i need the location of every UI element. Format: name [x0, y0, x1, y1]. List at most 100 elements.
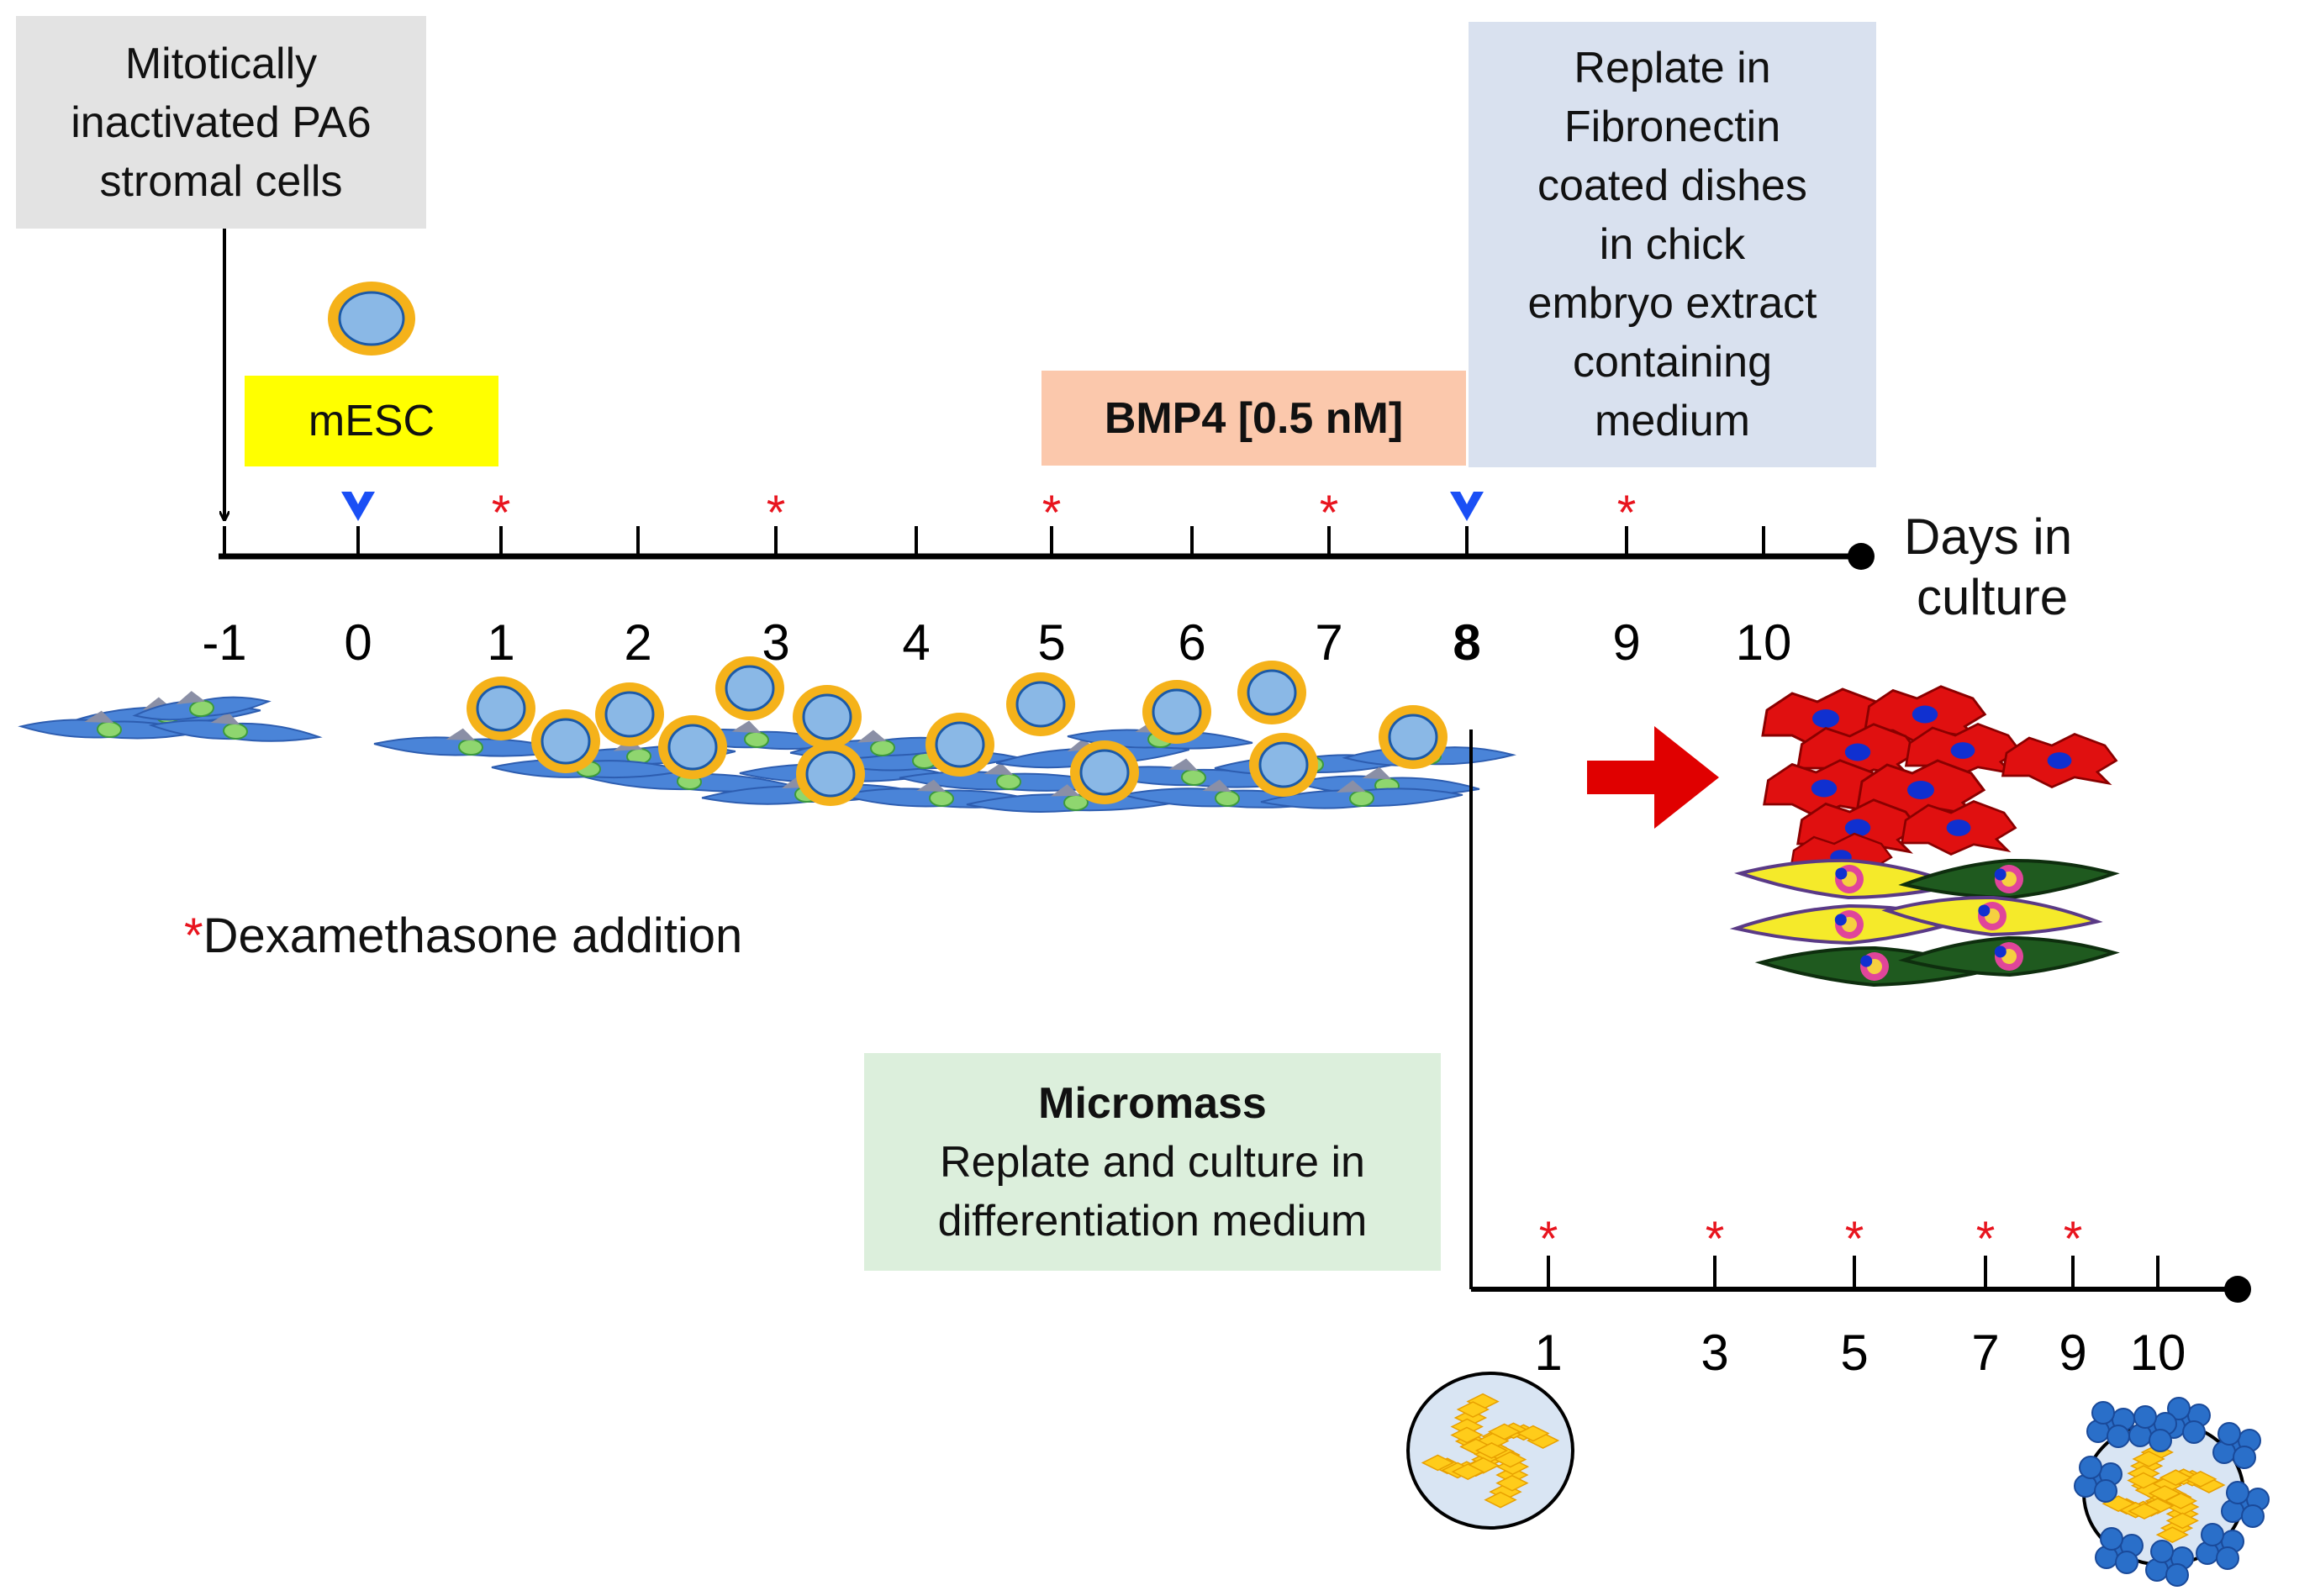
cartilage-cell	[1487, 1423, 1521, 1441]
red-arrow-icon	[1587, 726, 1719, 829]
blue-cell-cluster-4	[2074, 1456, 2123, 1503]
micromass-tick-label-10: 10	[2130, 1325, 2186, 1381]
main-axis-dexamethasone-stars: *****	[492, 486, 1637, 540]
micromass-star-day-5: *	[1845, 1212, 1864, 1267]
main-tick-label-2: 2	[624, 614, 651, 671]
main-tick-label--1: -1	[202, 614, 246, 671]
mesc-colony-8	[925, 713, 994, 777]
main-tick-label-0: 0	[344, 614, 372, 671]
blue-cell-cluster-9	[2128, 1405, 2177, 1452]
cartilage-cell	[1474, 1442, 1509, 1459]
micromass-star-day-7: *	[1976, 1212, 1996, 1267]
mesc-label: mESC	[308, 397, 435, 445]
dexamethasone-star-day-3: *	[767, 486, 786, 540]
micromass-dish-day1	[1406, 1372, 1574, 1530]
replate-line-2: Fibronectin	[1564, 103, 1781, 151]
arrowhead-icon-day-0	[341, 492, 375, 521]
mesc-colony-1	[467, 677, 535, 740]
mesc-colony-13	[1249, 733, 1318, 797]
mesc-colony-11	[1142, 680, 1211, 744]
cartilage-cell	[1450, 1426, 1484, 1444]
blue-cell-cluster-8	[2145, 1540, 2194, 1587]
bmp4-box: BMP4 [0.5 nM]	[1041, 371, 1466, 466]
replate-line-7: medium	[1595, 397, 1750, 445]
spindle-cell	[1734, 858, 1964, 899]
red-cells-cluster	[1761, 685, 2118, 882]
cartilage-cell	[1493, 1451, 1527, 1468]
mesc-colony-14	[1379, 705, 1448, 769]
cartilage-cell	[2155, 1526, 2190, 1543]
main-tick-label-8: 8	[1453, 614, 1480, 671]
dexamethasone-star-day-1: *	[492, 486, 511, 540]
cartilage-cell	[1421, 1454, 1455, 1472]
main-tick-label-6: 6	[1178, 614, 1205, 671]
dexamethasone-star-day-7: *	[1320, 486, 1339, 540]
mesc-colony-7	[796, 742, 865, 806]
micromass-dish-day10	[2074, 1397, 2270, 1587]
replate-line-6: containing	[1572, 338, 1773, 387]
mesc-colony-4	[658, 715, 727, 779]
legend-star: *	[184, 909, 203, 963]
micromass-axis-end-dot	[2224, 1276, 2251, 1303]
cartilage-cell	[2132, 1451, 2165, 1467]
cartilage-cell	[2165, 1512, 2199, 1530]
axis-label-line-1: Days in	[1904, 508, 2073, 565]
micromass-tick-label-7: 7	[1971, 1325, 1999, 1381]
micromass-title: Micromass	[1038, 1078, 1267, 1128]
main-axis-end-dot	[1848, 543, 1875, 570]
main-tick-label-4: 4	[902, 614, 930, 671]
micromass-box: Micromass Replate and culture in differe…	[864, 1053, 1441, 1271]
mesc-colony-6	[793, 685, 862, 749]
mesc-colony-3	[595, 682, 664, 746]
blue-cell-cluster-6	[2095, 1527, 2144, 1574]
spindle-cell	[1881, 895, 2103, 936]
red-cell	[2001, 733, 2118, 788]
cartilage-cell	[1516, 1425, 1550, 1442]
blue-cell-cluster-1	[2086, 1401, 2135, 1448]
cartilage-cell	[1495, 1474, 1529, 1492]
micromass-star-day-9: *	[2064, 1212, 2083, 1267]
cartilage-cell	[2148, 1485, 2181, 1502]
red-cell	[1864, 685, 1987, 744]
legend-text: Dexamethasone addition	[203, 909, 743, 963]
cartilage-cell	[2159, 1469, 2192, 1486]
stromal-cell	[132, 691, 272, 721]
cartilage-cell	[1456, 1401, 1490, 1418]
stromal-cell	[1260, 780, 1463, 809]
micromass-line-2: differentiation medium	[937, 1196, 1368, 1246]
dexamethasone-star-day-9: *	[1617, 486, 1637, 540]
micromass-axis-dexamethasone-stars: * * * * *	[1539, 1212, 2083, 1267]
mesc-colony-2	[531, 709, 600, 773]
cartilage-cell	[2128, 1503, 2161, 1520]
spindle-cells-cluster	[1729, 858, 2120, 987]
micromass-tick-label-3: 3	[1701, 1325, 1728, 1381]
stromal-line-3: stromal cells	[99, 156, 343, 206]
replate-line-4: in chick	[1599, 220, 1746, 269]
mesc-colony-12	[1237, 661, 1306, 724]
replate-line-1: Replate in	[1574, 44, 1771, 92]
spindle-cell	[1898, 858, 2120, 899]
legend: *Dexamethasone addition	[184, 908, 742, 964]
micromass-tick-label-5: 5	[1840, 1325, 1868, 1381]
micromass-tick-label-9: 9	[2059, 1325, 2086, 1381]
micromass-star-day-3: *	[1706, 1212, 1725, 1267]
axis-label-line-2: culture	[1917, 569, 2069, 625]
replate-line-5: embryo extract	[1527, 279, 1817, 328]
micromass-line-1: Replate and culture in	[940, 1137, 1365, 1187]
main-axis-arrowheads	[341, 492, 1484, 521]
cartilage-cell	[1451, 1463, 1484, 1480]
stromal-cell-layer-left	[18, 691, 323, 742]
micromass-star-day-1: *	[1539, 1212, 1558, 1267]
mesc-colony-10	[1070, 740, 1139, 804]
cartilage-cell	[2184, 1471, 2217, 1488]
mesc-colony-9	[1006, 672, 1075, 736]
stromal-cells-box: Mitotically inactivated PA6 stromal cell…	[16, 16, 426, 229]
red-cell	[1900, 800, 2017, 856]
stromal-line-2: inactivated PA6	[71, 97, 372, 147]
main-tick-label-7: 7	[1315, 614, 1342, 671]
stromal-cell	[148, 712, 323, 742]
mesc-colonies	[467, 656, 1448, 806]
cartilage-cell	[2127, 1472, 2160, 1489]
